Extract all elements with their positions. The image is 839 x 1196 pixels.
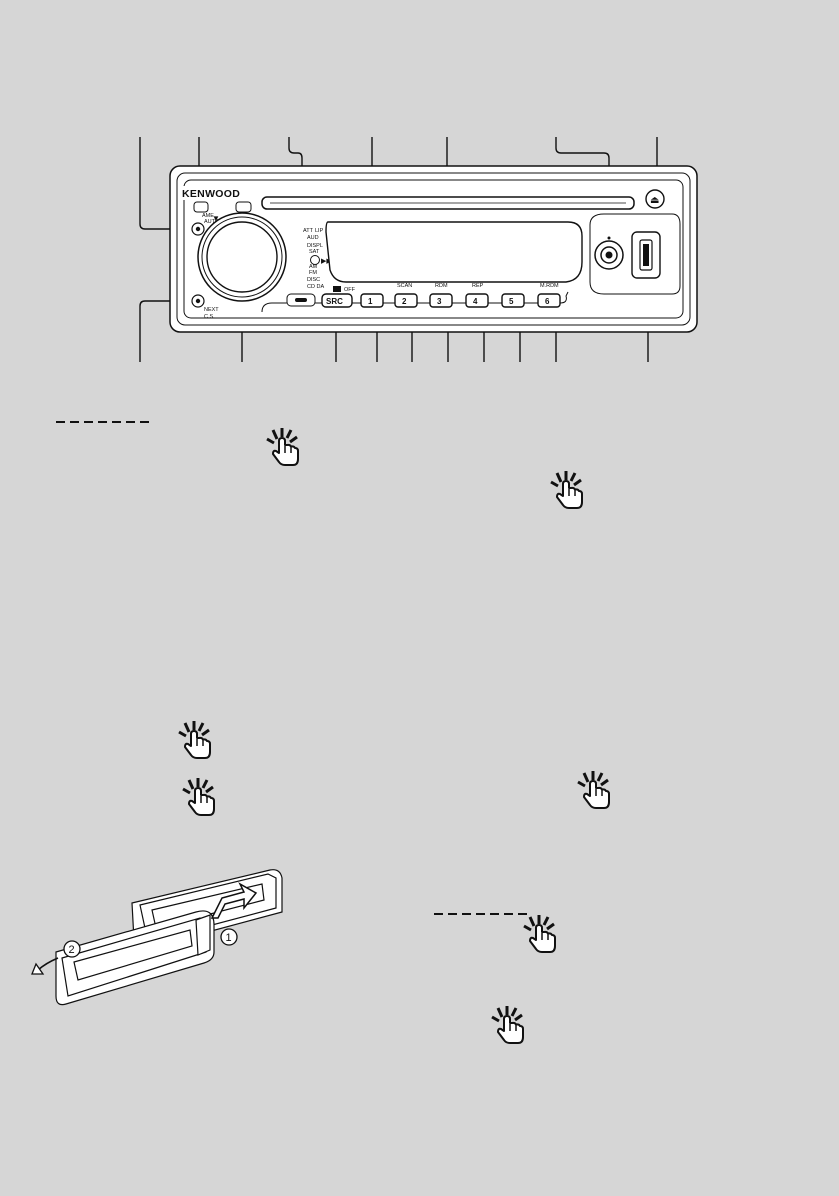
display-window	[325, 221, 583, 283]
svg-text:▶▶: ▶▶	[321, 258, 332, 265]
power-button[interactable]	[193, 201, 209, 213]
preset-button-5[interactable]	[501, 293, 525, 308]
preset-button-2[interactable]	[394, 293, 418, 308]
off-label: OFF	[344, 287, 356, 293]
preset-button-6[interactable]	[537, 293, 561, 308]
mode-labels: ATT LIP AUD DISPL SAT AM FM DISC CD DA	[303, 228, 324, 290]
svg-text:2: 2	[402, 297, 407, 306]
rel-button[interactable]	[235, 201, 252, 213]
svg-text:AM: AM	[309, 264, 318, 270]
press-hand-icon	[177, 720, 212, 760]
press-hand-icon	[522, 914, 557, 954]
src-button[interactable]	[321, 293, 353, 308]
track-select-icon[interactable]	[310, 255, 320, 265]
faceplate-diagram: KENWOOD ▼ AME AUTO NEXT C.S. ATT LIP AUD…	[139, 137, 698, 362]
svg-text:6: 6	[545, 297, 550, 306]
step-marker-1-label: 1	[226, 932, 232, 944]
svg-text:DISPL: DISPL	[307, 243, 323, 249]
svg-text:3: 3	[437, 297, 442, 306]
press-hand-icon	[490, 1005, 525, 1045]
preset-button-4[interactable]	[465, 293, 489, 308]
press-hand-icon	[576, 770, 611, 810]
src-button-label: SRC	[326, 297, 343, 306]
step-marker-2-label: 2	[69, 944, 75, 956]
svg-text:▼: ▼	[212, 214, 220, 223]
svg-text:CD DA: CD DA	[307, 284, 324, 290]
svg-text:5: 5	[509, 297, 514, 306]
eject-button[interactable]	[645, 189, 665, 209]
svg-text:M.RDM: M.RDM	[540, 283, 559, 289]
svg-text:4: 4	[473, 297, 478, 306]
svg-text:FM: FM	[309, 270, 317, 276]
volume-knob[interactable]	[197, 212, 287, 302]
preset-button-1[interactable]	[360, 293, 384, 308]
press-hand-icon	[549, 470, 584, 510]
svg-text:RDM: RDM	[435, 283, 448, 289]
cs-label: C.S.	[204, 314, 215, 320]
next-label: NEXT	[204, 307, 219, 313]
svg-text:1: 1	[368, 297, 373, 306]
eject-icon: ⏏	[650, 195, 659, 206]
auto-label: AUTO	[204, 219, 220, 225]
svg-text:ATT: ATT	[303, 228, 314, 234]
ame-label: AME	[202, 213, 214, 219]
svg-text:SCAN: SCAN	[397, 283, 412, 289]
brand-logo: KENWOOD	[182, 188, 240, 200]
preset-button-3[interactable]	[429, 293, 453, 308]
step-marker-2	[63, 940, 81, 958]
preset-buttons: 1 2 3 4 5 6	[360, 293, 561, 308]
step-marker-1	[220, 928, 238, 946]
svg-text:AUD: AUD	[307, 235, 319, 241]
svg-text:LIP: LIP	[315, 228, 324, 234]
svg-text:SAT: SAT	[309, 249, 320, 255]
faceplate-removal-figure	[31, 869, 283, 1006]
svg-text:DISC: DISC	[307, 277, 320, 283]
preset-labels: SCAN RDM REP M.RDM	[397, 283, 559, 289]
press-hand-icon	[265, 427, 300, 467]
svg-text:REP: REP	[472, 283, 484, 289]
press-hand-icon	[181, 777, 216, 817]
